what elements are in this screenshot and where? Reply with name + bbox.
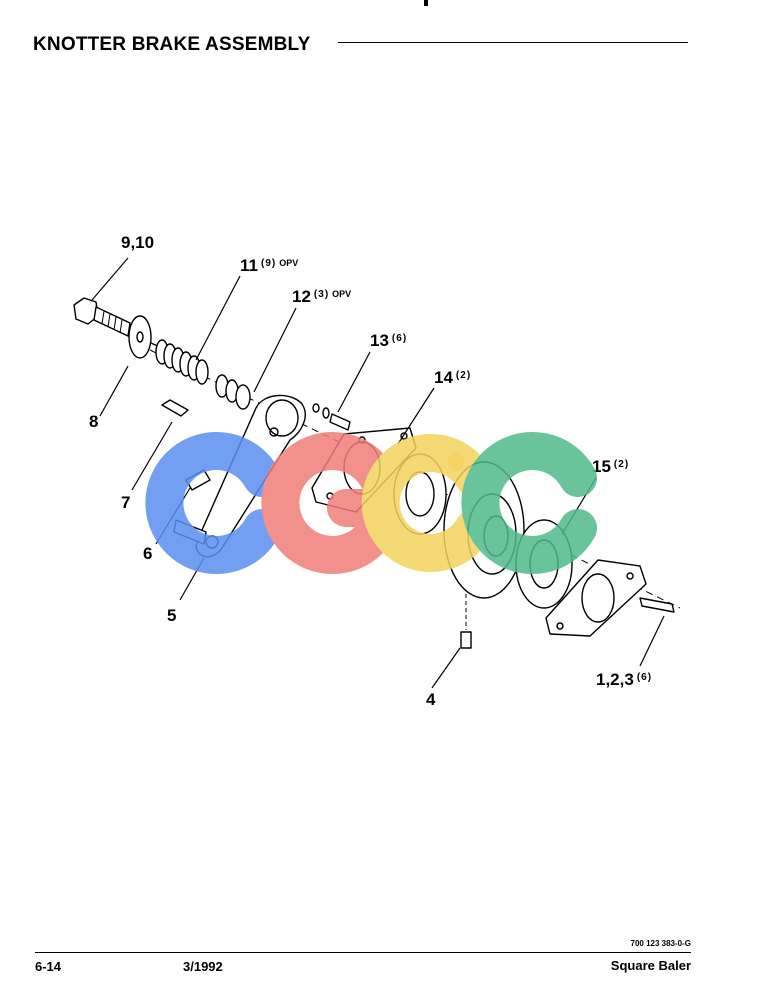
- page-title: KNOTTER BRAKE ASSEMBLY: [33, 34, 311, 55]
- callout-4: 4: [426, 690, 436, 709]
- callout-9-10: 9,10: [121, 233, 155, 252]
- top-edge-mark: [424, 0, 428, 6]
- callout-6: 6: [143, 544, 153, 563]
- spacer-washers-part: [215, 374, 251, 410]
- bracket-plate-right-part: [545, 559, 647, 637]
- hex-bolt-part: [73, 297, 131, 337]
- callout-7: 7: [121, 493, 131, 512]
- document-code: 700 123 383-0-G: [630, 939, 692, 948]
- callout-12: 12(3)OPV: [292, 287, 352, 306]
- watermark-letter-c-blue: [145, 432, 281, 574]
- page-number: 6-14: [35, 959, 62, 974]
- callout-8: 8: [89, 412, 99, 431]
- callout-13: 13(6): [370, 331, 408, 350]
- callout-5: 5: [167, 606, 177, 625]
- callout-14: 14(2): [434, 368, 472, 387]
- small-nut-screw-part: [312, 403, 351, 431]
- watermark-letter-c-green: [461, 432, 597, 574]
- title-rule: [338, 42, 688, 43]
- publication-date: 3/1992: [183, 959, 223, 974]
- callout-1-2-3: 1,2,3(6): [596, 670, 653, 689]
- callout-11: 11(9)OPV: [240, 256, 299, 275]
- footer-rule: [35, 952, 691, 953]
- mounting-bolt-part: [639, 597, 675, 613]
- watermark-letter-g-red: [261, 432, 397, 574]
- square-key-part: [161, 399, 189, 417]
- spring-stack-part: [155, 339, 209, 385]
- watermark-letter-c-yellow: [361, 434, 493, 572]
- set-screw-part: [460, 594, 472, 649]
- product-name: Square Baler: [610, 958, 691, 973]
- callout-15: 15(2): [592, 457, 630, 476]
